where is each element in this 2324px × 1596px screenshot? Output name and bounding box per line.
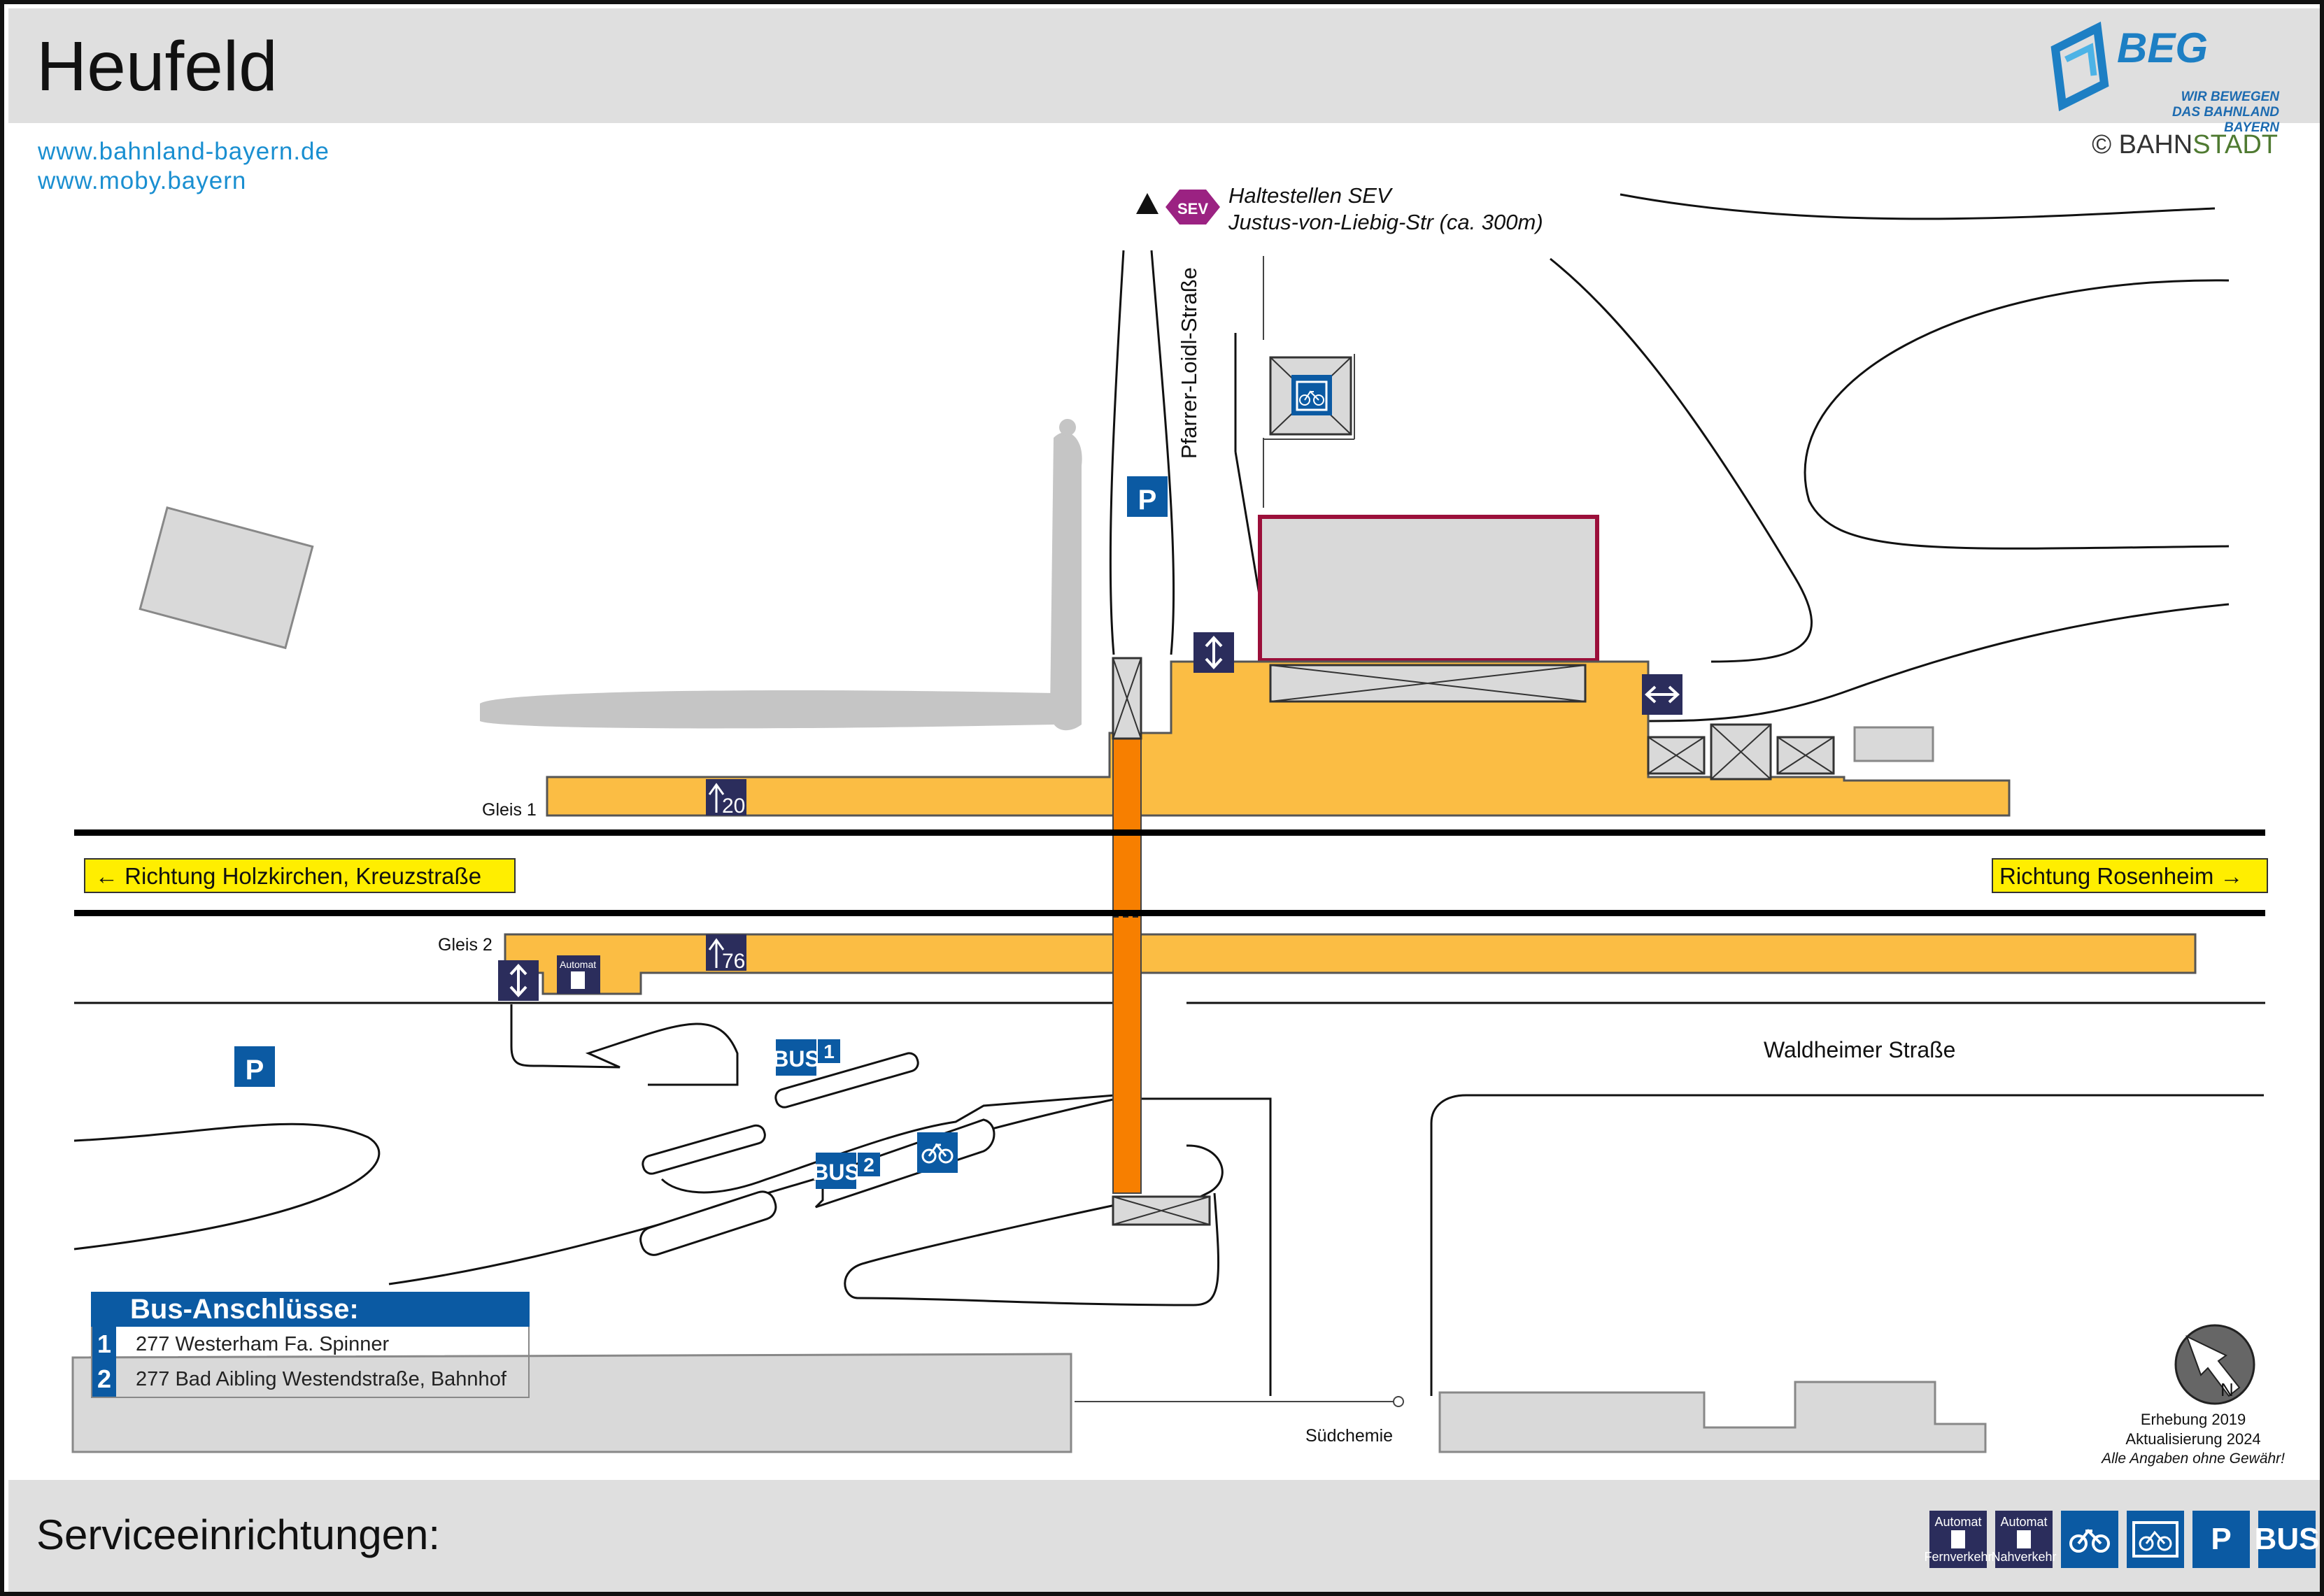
bike-box-icon-map: [1291, 375, 1332, 415]
station-title: Heufeld: [36, 27, 278, 106]
bus-stop-2-number: 2: [863, 1154, 874, 1176]
bus-stop-1-number: 1: [823, 1041, 835, 1062]
bus-connection-number: 1: [92, 1327, 116, 1362]
platform-height-1: 20: [706, 779, 746, 818]
bicycle-icon-map: [917, 1132, 958, 1173]
parking-north-text: P: [1138, 485, 1157, 515]
stairs-icon-east: [1642, 674, 1682, 715]
ticket-icon: [1951, 1530, 1965, 1548]
bus-connection-row: 1 277 Westerham Fa. Spinner: [91, 1327, 530, 1362]
bus-stop-1-icon: BUS 1: [772, 1039, 840, 1076]
bus-connection-text: 277 Westerham Fa. Spinner: [136, 1332, 390, 1355]
link-moby[interactable]: www.moby.bayern: [38, 167, 247, 194]
bus-connections-box: Bus-Anschlüsse: 1 277 Westerham Fa. Spin…: [91, 1292, 530, 1401]
sev-badge-text: SEV: [1177, 200, 1208, 218]
beg-logo-slogan: WIR BEWEGEN DAS BAHNLAND BAYERN: [2117, 90, 2279, 136]
north-compass-icon: N: [2174, 1324, 2255, 1405]
automat-nah-top: Automat: [2000, 1515, 2048, 1529]
underpass: [1112, 731, 1142, 1194]
ticket-machine-icon: Automat: [557, 955, 600, 994]
automat-nahverkehr-icon: Automat Nahverkehr: [1991, 1511, 2057, 1568]
place-suedchemie: Südchemie: [1305, 1426, 1393, 1446]
automat-fern-top: Automat: [1934, 1515, 1982, 1529]
sev-badge-icon: [1165, 190, 1220, 225]
survey-line-2: Aktualisierung 2024: [2125, 1430, 2261, 1448]
link-bahnland[interactable]: www.bahnland-bayern.de: [38, 138, 330, 165]
bus-connection-number: 2: [92, 1362, 116, 1397]
survey-line-1: Erhebung 2019: [2140, 1411, 2246, 1428]
copyright-prefix: © BAHN: [2092, 130, 2193, 159]
copyright-suffix: STADT: [2192, 130, 2278, 159]
parking-icon-south: P: [234, 1046, 275, 1087]
ticket-icon: [2017, 1530, 2031, 1548]
platform-height-2: 76: [706, 934, 746, 973]
hedge: [480, 419, 1082, 731]
stairs-icon-south: [498, 960, 539, 1001]
bus-connection-row: 2 277 Bad Aibling Westendstraße, Bahnhof: [91, 1362, 530, 1398]
copyright-bahnstadt: © BAHNSTADT: [2092, 130, 2278, 160]
bus-icon: BUS: [2255, 1511, 2319, 1568]
header-bar: Heufeld BEG WIR BEWEGEN DAS BAHNLAND BAY…: [8, 8, 2320, 135]
street-waldheimer: Waldheimer Straße: [1764, 1037, 1955, 1062]
bus-connections-title: Bus-Anschlüsse:: [91, 1292, 530, 1327]
gleis-1-label: Gleis 1: [482, 800, 537, 820]
survey-info: Erhebung 2019 Aktualisierung 2024 Alle A…: [2102, 1410, 2285, 1469]
gleis-2-label: Gleis 2: [438, 935, 493, 955]
sev-note: SEV Haltestellen SEV Justus-von-Liebig-S…: [1136, 183, 1543, 234]
bus-stop-1-label: BUS: [772, 1046, 820, 1071]
bus-stop-2-label: BUS: [812, 1160, 860, 1185]
station-building: [1258, 515, 1599, 662]
automat-nah-bottom: Nahverkehr: [1991, 1550, 2057, 1564]
legend-icons: Automat Fernverkehr Automat Nahverkehr P…: [1924, 1511, 2319, 1568]
buildings: [71, 506, 1987, 1453]
parking-icon: P: [2192, 1511, 2250, 1568]
parking-south-text: P: [246, 1055, 264, 1085]
footer-label: Serviceeinrichtungen:: [36, 1511, 441, 1558]
ticket-machine-label: Automat: [560, 959, 596, 970]
bicycle-icon: [2061, 1511, 2118, 1568]
station-map: ← Richtung Holzkirchen, Kreuzstraße Rich…: [71, 183, 2268, 1453]
track-1: [74, 829, 2265, 836]
stairs-icon-north: [1193, 632, 1234, 673]
platform-height-1-text: 20: [722, 795, 745, 818]
beg-slogan-line-2: DAS BAHNLAND BAYERN: [2171, 105, 2279, 135]
bike-box-icon: [2127, 1511, 2184, 1568]
survey-disclaimer: Alle Angaben ohne Gewähr!: [2102, 1451, 2285, 1467]
bus-stop-2-icon: BUS 2: [812, 1153, 880, 1189]
platform-gleis-2: [504, 933, 2197, 995]
beg-logo-icon: [2050, 21, 2109, 112]
sev-line-1: Haltestellen SEV: [1228, 183, 1394, 208]
track-2: [74, 910, 2265, 916]
platform-height-2-text: 76: [722, 950, 745, 973]
road-lines: [73, 193, 2265, 1396]
direction-right-text: Richtung Rosenheim →: [1999, 863, 2244, 889]
direction-left-sign: [84, 858, 516, 893]
beg-logo: BEG WIR BEWEGEN DAS BAHNLAND BAYERN: [2048, 21, 2279, 135]
direction-signs: ← Richtung Holzkirchen, Kreuzstraße Rich…: [84, 858, 2268, 893]
beg-slogan-line-1: WIR BEWEGEN: [2181, 90, 2279, 104]
footer-bar: Serviceeinrichtungen: Automat Fernverkeh…: [8, 1480, 2320, 1592]
beg-logo-name: BEG: [2117, 24, 2209, 71]
direction-left-text: ← Richtung Holzkirchen, Kreuzstraße: [95, 863, 481, 889]
north-arrow-icon: [1136, 193, 1159, 214]
street-pfarrer-loidl: Pfarrer-Loidl-Straße: [1177, 267, 1201, 459]
north-letter: N: [2220, 1379, 2234, 1400]
automat-fernverkehr-icon: Automat Fernverkehr: [1924, 1511, 1992, 1568]
web-links: www.bahnland-bayern.de www.moby.bayern: [38, 137, 330, 196]
parking-icon-north: P: [1127, 476, 1168, 517]
automat-fern-bottom: Fernverkehr: [1924, 1550, 1992, 1564]
sev-line-2: Justus-von-Liebig-Str (ca. 300m): [1228, 210, 1543, 234]
direction-right-sign: [1992, 858, 2268, 893]
bus-connection-text: 277 Bad Aibling Westendstraße, Bahnhof: [136, 1367, 506, 1390]
